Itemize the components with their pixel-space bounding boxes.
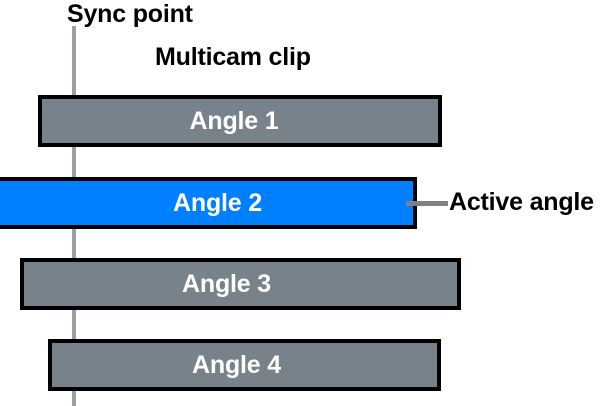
multicam-clip-label: Multicam clip bbox=[155, 43, 311, 71]
angle-clip-bar-2-active[interactable]: Angle 2 bbox=[0, 177, 417, 229]
active-angle-label: Active angle bbox=[449, 188, 594, 216]
angle-clip-bar-4[interactable]: Angle 4 bbox=[48, 339, 441, 391]
angle-clip-label-4: Angle 4 bbox=[192, 350, 281, 379]
angle-clip-label-2: Angle 2 bbox=[173, 188, 262, 217]
angle-clip-bar-1[interactable]: Angle 1 bbox=[38, 95, 442, 147]
angle-clip-bar-3[interactable]: Angle 3 bbox=[20, 258, 461, 310]
angle-clip-label-1: Angle 1 bbox=[189, 106, 279, 135]
active-angle-leader-line bbox=[406, 201, 448, 206]
sync-point-label: Sync point bbox=[67, 0, 193, 28]
angle-clip-label-3: Angle 3 bbox=[182, 269, 271, 298]
